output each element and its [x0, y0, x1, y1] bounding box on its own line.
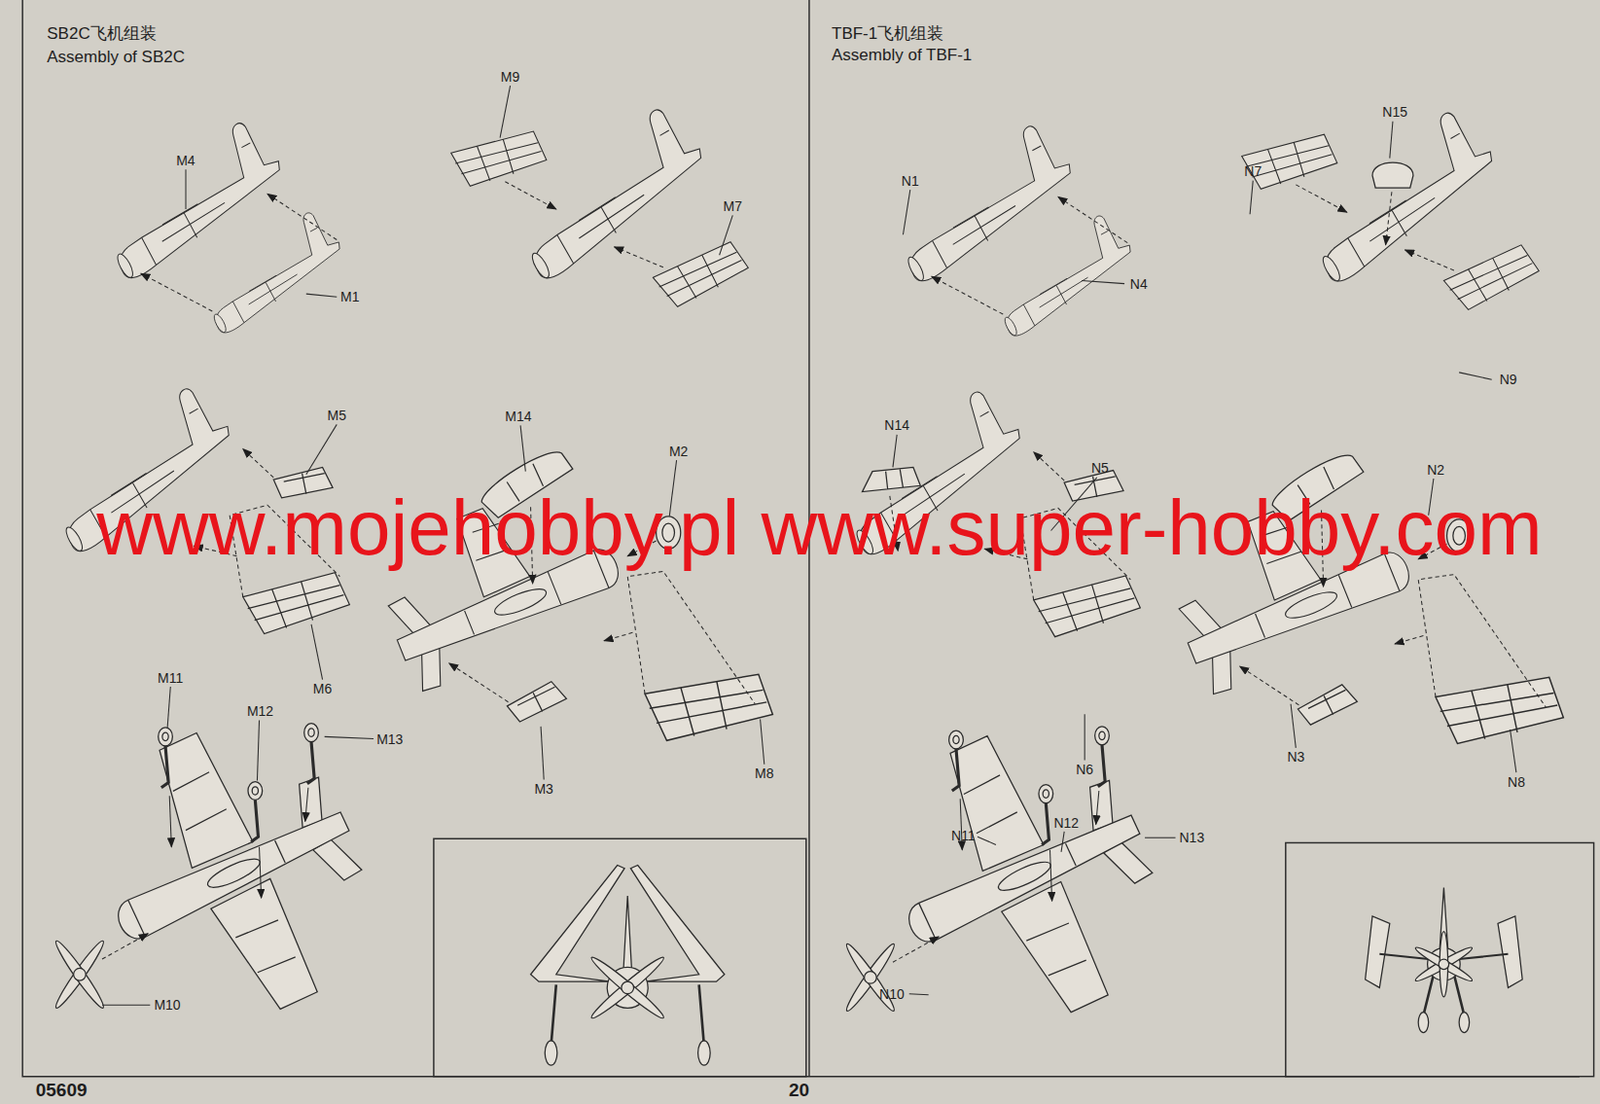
part-number: M8 — [754, 765, 774, 782]
part-number: M1 — [340, 288, 359, 305]
sb2c-parts — [33, 100, 777, 1066]
part-number: M10 — [153, 996, 180, 1013]
part-number: N15 — [1382, 104, 1408, 120]
part-number: M3 — [533, 781, 553, 797]
part-number: N13 — [1179, 829, 1206, 846]
kit-number: 05609 — [35, 1079, 88, 1102]
part-number: N11 — [951, 827, 976, 844]
part-number: M2 — [669, 443, 688, 460]
part-number: M11 — [157, 670, 183, 686]
page-number: 20 — [788, 1079, 810, 1102]
part-number: M7 — [723, 198, 743, 214]
part-number: N14 — [884, 417, 910, 433]
part-number: N9 — [1499, 371, 1518, 388]
tbf-front-view — [1365, 888, 1524, 1033]
sb2c-front-view — [531, 865, 725, 1067]
part-number: M9 — [500, 69, 520, 85]
part-number: M6 — [313, 680, 332, 697]
part-number: M14 — [504, 408, 532, 425]
part-number: M4 — [176, 152, 195, 169]
part-number: M13 — [376, 731, 403, 747]
heading: Assembly of SB2C — [46, 47, 185, 68]
part-number: N8 — [1507, 774, 1526, 790]
part-number: N1 — [901, 173, 920, 189]
part-number: N6 — [1075, 761, 1094, 778]
part-number: M12 — [247, 703, 274, 719]
part-number: N4 — [1130, 276, 1148, 292]
part-number: N2 — [1426, 462, 1445, 478]
watermark: www.mojehobby.pl www.super-hobby.com — [96, 489, 1543, 568]
panel-frame — [22, 0, 1594, 1077]
part-number: N12 — [1053, 815, 1079, 831]
part-number: N10 — [879, 986, 905, 1002]
tbf-parts — [823, 104, 1567, 1060]
part-number: N7 — [1244, 163, 1262, 179]
heading-chinese: SB2C飞机组装 — [46, 24, 156, 44]
heading: Assembly of TBF-1 — [831, 45, 972, 66]
part-number: N3 — [1286, 748, 1305, 765]
part-number: M5 — [326, 407, 346, 424]
heading-chinese: TBF-1飞机组装 — [831, 24, 944, 44]
part-number: N5 — [1091, 460, 1109, 476]
